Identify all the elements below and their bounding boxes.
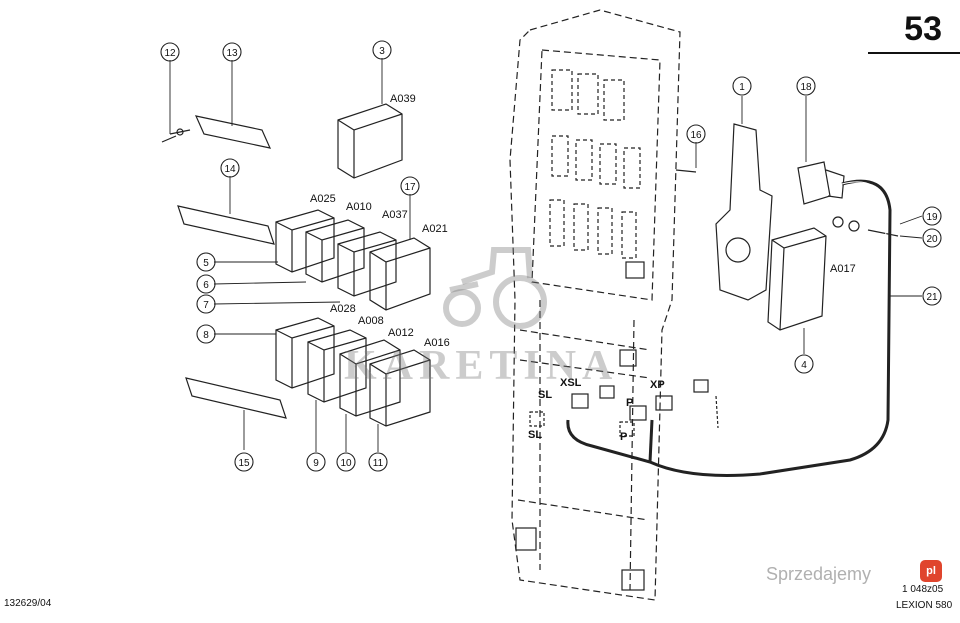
callout-10: 10: [340, 458, 352, 469]
frame-cutouts: [549, 69, 641, 259]
callout-16: 16: [690, 130, 702, 141]
label-A039: A039: [390, 93, 416, 105]
callout-9: 9: [313, 458, 319, 469]
label-P-upper: P: [626, 397, 633, 409]
callout-markers: [160, 40, 942, 472]
label-A028: A028: [330, 303, 356, 315]
leader-lines: [169, 58, 923, 452]
wiring-harness-21: [566, 179, 892, 477]
callout-7: 7: [203, 300, 209, 311]
label-A008: A008: [358, 315, 384, 327]
connectors: [529, 379, 719, 437]
callout-18: 18: [800, 82, 812, 93]
site-watermark: Sprzedajemy: [766, 564, 872, 584]
label-A021: A021: [422, 223, 448, 235]
callout-3: 3: [379, 46, 385, 57]
callout-11: 11: [373, 458, 384, 469]
page-number: 53: [904, 10, 942, 48]
callout-numbers: 3 17 12 13 14 5 6 7 8 15 9 10 11 1 16 18…: [164, 46, 938, 469]
site-badge-icon: pl: [920, 560, 942, 582]
label-SL-upper: SL: [538, 389, 552, 401]
module-A039: [337, 103, 403, 179]
frame-brackets: [515, 261, 645, 591]
bracket-1: [715, 123, 773, 301]
drawing-ref: 1 048z05: [902, 584, 944, 595]
callout-1: 1: [739, 82, 745, 93]
label-XP: XP: [650, 379, 665, 391]
label-A037: A037: [382, 209, 408, 221]
callout-15: 15: [238, 458, 250, 469]
tractor-watermark-icon: [443, 247, 547, 329]
label-A016: A016: [424, 337, 450, 349]
page-number-rule: [868, 52, 960, 54]
machine-model: LEXION 580: [896, 600, 953, 611]
callout-21: 21: [926, 292, 938, 303]
karetina-watermark: KARETINA: [344, 343, 619, 389]
label-P-lower: P: [620, 431, 627, 443]
callout-13: 13: [226, 48, 238, 59]
label-A010: A010: [346, 201, 372, 213]
label-SL-lower: SL: [528, 429, 542, 441]
callout-4: 4: [801, 360, 807, 371]
callout-17: 17: [404, 182, 416, 193]
module-18: [797, 161, 845, 205]
label-A025: A025: [310, 193, 336, 205]
callout-6: 6: [203, 280, 209, 291]
callout-12: 12: [164, 48, 176, 59]
mounting-rails: [161, 115, 287, 419]
callout-20: 20: [926, 234, 938, 245]
label-XSL: XSL: [560, 377, 582, 389]
module-A017: [767, 227, 827, 331]
label-A012: A012: [388, 327, 414, 339]
callout-5: 5: [203, 258, 209, 269]
fasteners: [169, 128, 899, 237]
callout-14: 14: [224, 164, 236, 175]
module-labels: A039 A025 A010 A037 A021 A028 A008 A012 …: [310, 93, 856, 349]
callout-19: 19: [926, 212, 938, 223]
module-row-upper: [275, 209, 431, 311]
connector-labels: XSL SL SL XP P P: [528, 377, 665, 443]
mounting-frame: [509, 9, 681, 601]
label-A017: A017: [830, 263, 856, 275]
module-row-lower: [275, 317, 431, 427]
callout-8: 8: [203, 330, 209, 341]
drawing-id: 132629/04: [4, 598, 52, 609]
